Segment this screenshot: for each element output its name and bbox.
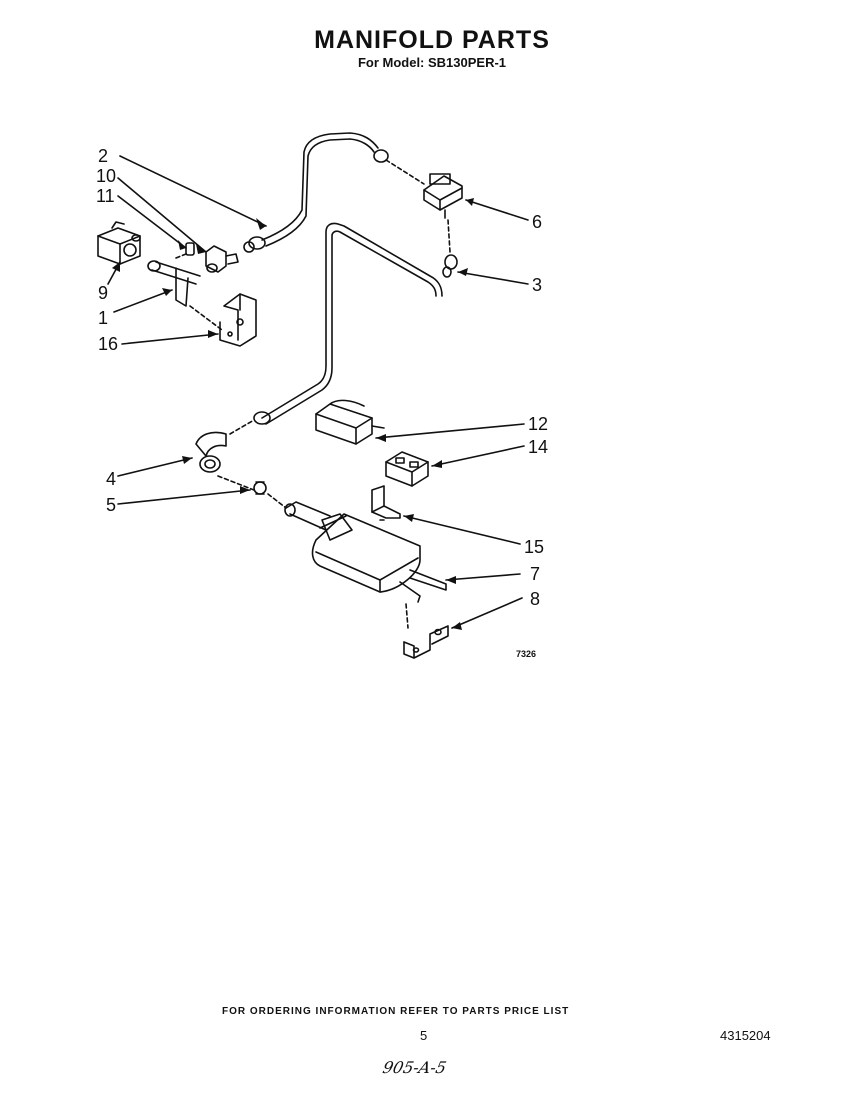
nut-part-5	[253, 481, 267, 495]
leader-8	[451, 597, 523, 629]
callout-12: 12	[528, 414, 548, 434]
callout-1: 1	[98, 308, 108, 328]
leader-12	[375, 423, 525, 439]
callout-8: 8	[530, 589, 540, 609]
callout-16: 16	[98, 334, 118, 354]
switch-part-14	[385, 451, 429, 487]
ignitor-part-12	[315, 399, 385, 445]
leader-11	[117, 195, 187, 249]
clip-part-15	[371, 485, 401, 519]
leader-15	[403, 515, 521, 545]
callout-11: 11	[96, 186, 115, 206]
page-number: 5	[420, 1028, 428, 1043]
regulator-part-6	[423, 173, 463, 219]
leader-4	[117, 457, 193, 477]
handwritten-note: 905-A-5	[380, 1058, 449, 1077]
callout-5: 5	[106, 495, 116, 515]
leader-6	[465, 199, 529, 221]
tube-upper	[261, 132, 379, 241]
orifice-part-11	[185, 242, 195, 256]
callout-14: 14	[528, 437, 548, 457]
page-title: MANIFOLD PARTS	[314, 26, 550, 54]
tube-fitting-upper-left	[243, 236, 266, 253]
leader-2	[119, 155, 267, 227]
bracket-part-8	[403, 625, 449, 659]
leader-10	[117, 177, 207, 253]
figure-number: 7326	[516, 649, 536, 659]
burner-part-7	[284, 501, 447, 603]
callout-7: 7	[530, 564, 540, 584]
callout-15: 15	[524, 537, 544, 557]
tube-long	[261, 222, 443, 419]
leader-1	[113, 289, 173, 313]
valve-body-part-9	[97, 221, 141, 265]
callout-6: 6	[532, 212, 542, 232]
leader-3	[457, 271, 529, 285]
leader-7	[445, 573, 521, 581]
bracket-part-16	[219, 293, 257, 347]
document-number: 4315204	[720, 1028, 771, 1043]
leader-5	[117, 489, 251, 505]
tube-fitting-lower-left	[253, 411, 271, 425]
leader-16	[121, 333, 219, 345]
elbow-part-4	[195, 431, 227, 473]
callout-4: 4	[106, 469, 116, 489]
ordering-info-note: FOR ORDERING INFORMATION REFER TO PARTS …	[222, 1006, 570, 1017]
tube-fitting-right	[442, 254, 458, 278]
model-subtitle: For Model: SB130PER-1	[357, 55, 507, 70]
callout-10: 10	[96, 166, 116, 186]
callout-3: 3	[532, 275, 542, 295]
callout-9: 9	[98, 283, 108, 303]
manifold-pipe-part-1	[147, 260, 201, 307]
callout-2: 2	[98, 146, 108, 166]
tube-fitting-upper-right	[373, 149, 389, 163]
valve-part-10	[205, 245, 239, 273]
leader-14	[431, 445, 525, 467]
